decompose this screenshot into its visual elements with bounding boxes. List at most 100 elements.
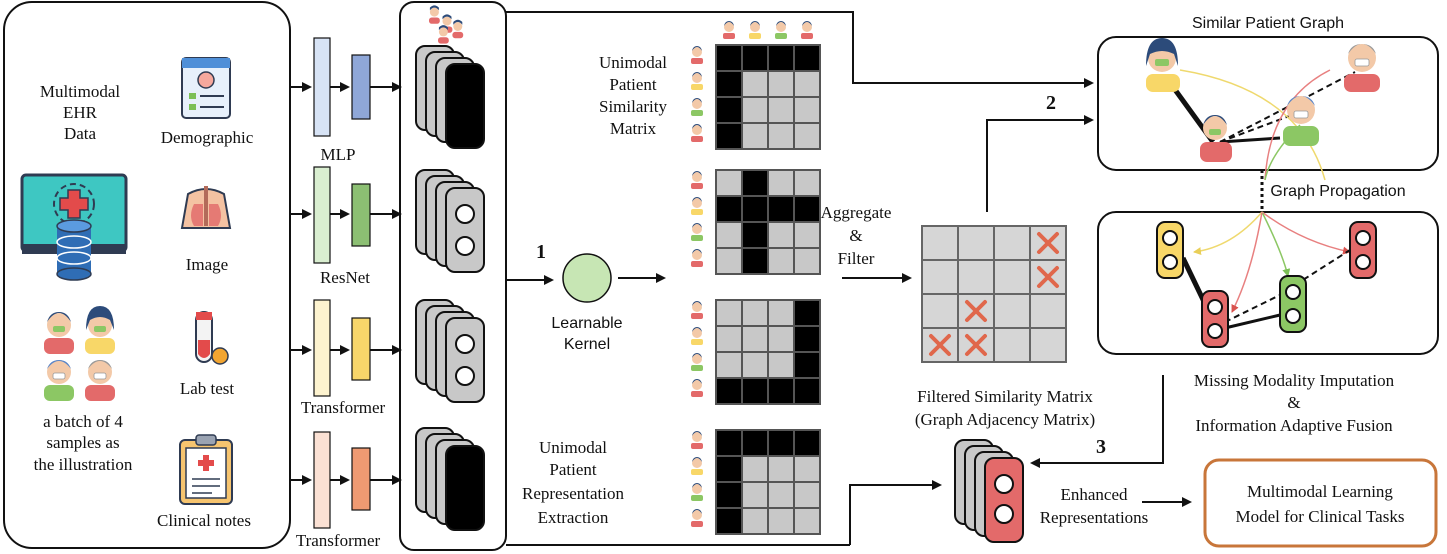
representation-label-4: Extraction [538,508,609,527]
resnet-layer-1 [313,166,331,264]
learnable-kernel-node [562,253,612,303]
encoder-label-resnet: ResNet [320,268,370,287]
encoder-label-transformer-1: Transformer [301,398,386,417]
matrix-column-patient-icon [749,21,761,39]
aggregate-label-2: & [849,226,862,245]
route-to-enhanced-arrow [849,480,942,545]
enhanced-label-1: Enhanced [1060,485,1128,504]
matrix-row-patient-icon [691,223,703,241]
matrix-row-patient-icon [691,124,703,142]
kernel-label-1: Learnable [551,315,622,332]
representation-label-3: Representation [522,484,624,503]
clinical-notes-clipboard-icon [179,434,233,505]
filtered-edge-cross [1037,266,1059,288]
step-number-2: 2 [1046,92,1056,114]
encoder-label-mlp: MLP [321,145,356,164]
propagation-graph-panel [1097,211,1439,355]
output-model-box: Multimodal Learning Model for Clinical T… [1203,458,1438,548]
graph-edge-solid [1219,136,1281,144]
matrix-column-patient-icon [801,21,813,39]
step2-arrow [986,115,1094,212]
step-number-3: 3 [1096,436,1106,458]
step3-arrow [1030,375,1164,468]
lab-embedding-card-4 [445,317,485,403]
matrix-row-patient-icon [691,483,703,501]
image-embedding-card-4 [445,187,485,273]
filtered-similarity-matrix [921,225,1067,363]
prop-node-red-right [1349,221,1377,279]
matrix-row-patient-icon [691,509,703,527]
graph-patient-red-icon [1200,115,1232,162]
matrix-row-patient-icon [691,72,703,90]
similarity-matrices [691,21,821,535]
similarity-label-3: Similarity [599,97,668,116]
similarity-matrix-4 [691,429,821,535]
enhanced-representation-stack [954,439,1024,543]
batch-text-2: samples as [46,433,119,452]
enhanced-label-2: Representations [1040,508,1149,527]
prop-node-yellow [1156,221,1184,279]
mlp-layer-1 [313,37,331,137]
demographic-embedding-card-4 [445,63,485,149]
step-number-1: 1 [536,241,546,263]
graph-patient-green-icon [1283,96,1319,146]
matrix-row-patient-icon [691,98,703,116]
similarity-matrix-3 [691,299,821,405]
mlp-layer-2 [351,54,371,120]
matrix-row-patient-icon [691,353,703,371]
filtered-edge-cross [965,300,987,322]
prop-node-red [1201,290,1229,348]
patient-icon-3 [44,360,74,401]
matrix-row-patient-icon [691,431,703,449]
graph-edge-yellow [1179,69,1326,181]
imputation-label-3: Information Adaptive Fusion [1195,416,1393,435]
transformer2-layer-1 [313,431,331,529]
similar-patient-graph-panel [1097,36,1439,181]
filtered-edge-cross [1037,232,1059,254]
imputation-label-1: Missing Modality Imputation [1194,371,1395,390]
matrix-column-patient-icons [723,21,813,39]
matrix-row-patient-icon [691,197,703,215]
modality-label-lab-test: Lab test [180,379,235,398]
aggregate-label-1: Aggregate [821,203,892,222]
embedding-patients-icon [429,5,464,44]
panel-title-3: Data [64,124,97,143]
input-panel: Multimodal EHR Data Demographic [3,1,291,549]
graph-patient-old-icon [1344,44,1380,92]
graph-title: Similar Patient Graph [1192,15,1344,32]
matrix-row-patient-icon [691,249,703,267]
matrix-row-patient-icon [691,171,703,189]
kernel-label-2: Kernel [564,336,610,353]
filtered-label-1: Filtered Similarity Matrix [917,387,1093,406]
graph-edge-red [1264,69,1331,181]
similarity-matrix-1 [691,44,821,150]
panel-title-1: Multimodal [40,82,121,101]
patient-icon-1 [44,312,74,354]
matrix-row-patient-icon [691,457,703,475]
imputation-label-2: & [1287,393,1300,412]
transformer1-layer-1 [313,299,331,397]
prop-node-green [1279,275,1307,333]
enhanced-card-4 [984,457,1024,543]
batch-text-1: a batch of 4 [43,412,123,431]
embedding-panel [399,1,507,551]
graph-edge-dashed-2 [1219,71,1356,143]
filtered-label-2: (Graph Adjacency Matrix) [915,410,1095,429]
matrix-row-patient-icon [691,301,703,319]
chest-image-icon [180,186,232,229]
transformer2-layer-2 [351,447,371,511]
output-label-2: Model for Clinical Tasks [1236,507,1405,526]
similarity-matrix-2 [691,169,821,275]
propagation-label: Graph Propagation [1270,183,1405,200]
matrix-row-patient-icon [691,379,703,397]
representation-label-2: Patient [549,460,596,479]
modality-label-clinical-notes: Clinical notes [157,511,251,530]
similarity-label-4: Matrix [610,119,657,138]
matrix-column-patient-icon [723,21,735,39]
notes-embedding-card-4 [445,445,485,531]
filtered-edge-cross [929,334,951,356]
demographic-card-icon [181,57,231,119]
representation-label-1: Unimodal [539,438,607,457]
patient-batch-icons [44,306,115,401]
